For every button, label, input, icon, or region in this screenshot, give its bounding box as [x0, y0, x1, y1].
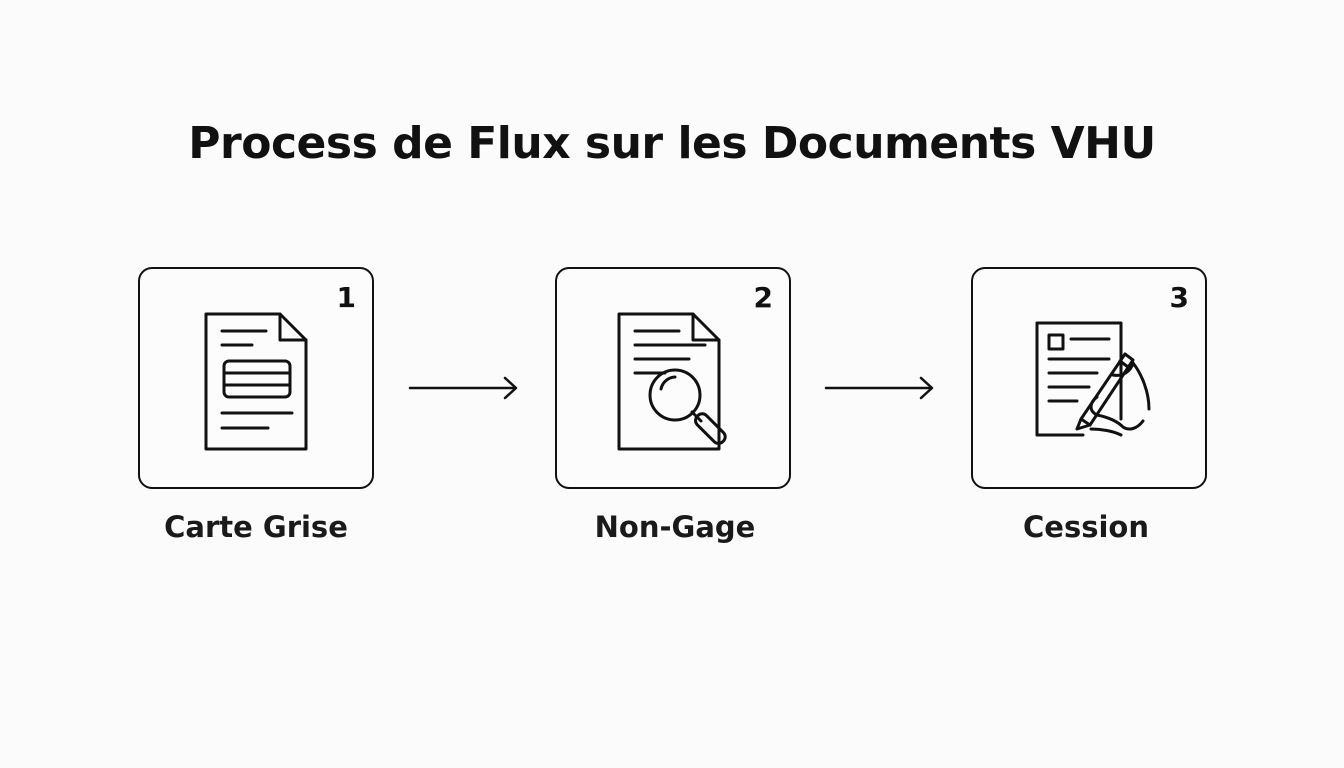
step-card-cession: 3: [971, 267, 1207, 489]
step-card-non-gage: 2: [555, 267, 791, 489]
vehicle-registration-document-icon: [204, 312, 308, 451]
diagram-title: Process de Flux sur les Documents VHU: [188, 118, 1156, 169]
step-card-carte-grise: 1: [138, 267, 374, 489]
step-number: 1: [336, 281, 356, 314]
arrow-right-icon: [824, 376, 934, 400]
step-number: 3: [1169, 281, 1189, 314]
document-signing-icon: [1035, 321, 1151, 437]
step-number: 2: [753, 281, 773, 314]
step-label-cession: Cession: [1023, 510, 1149, 544]
step-label-carte-grise: Carte Grise: [164, 510, 348, 544]
step-label-non-gage: Non-Gage: [594, 510, 756, 544]
document-search-icon: [617, 312, 727, 451]
arrow-right-icon: [408, 376, 518, 400]
